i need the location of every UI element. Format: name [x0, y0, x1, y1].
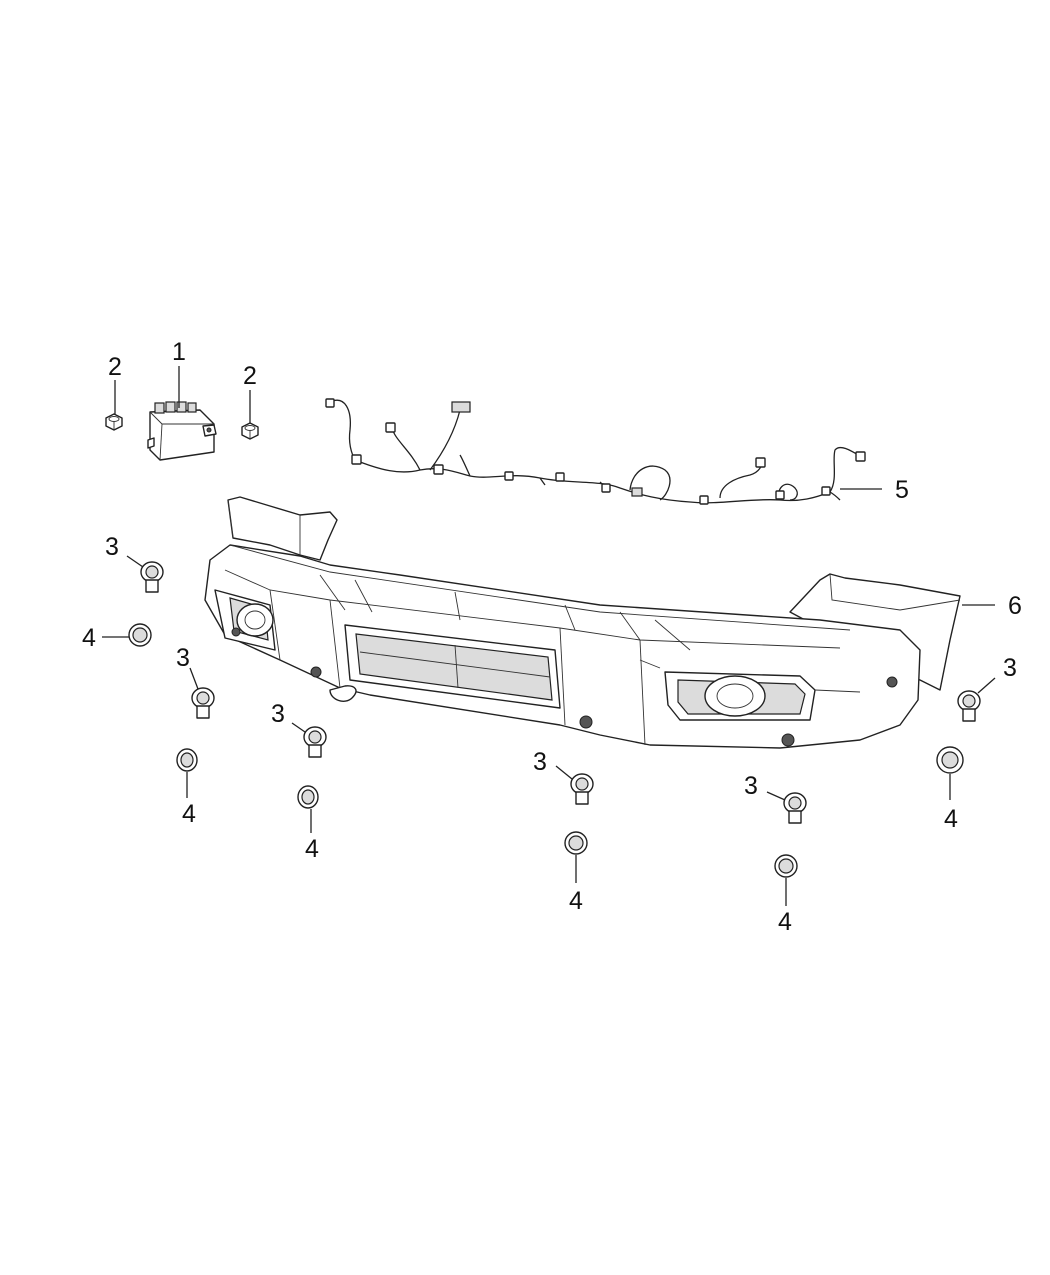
- callout-4-bezel-4: 4: [569, 887, 583, 915]
- sensor-1: [140, 561, 164, 593]
- bezel-1: [128, 623, 152, 647]
- callout-5-harness: 5: [895, 476, 909, 504]
- bezel-3: [297, 785, 319, 809]
- bezel-6: [936, 746, 964, 774]
- callout-2-nut-left: 2: [108, 353, 122, 381]
- callout-4-bezel-2: 4: [182, 800, 196, 828]
- sensor-3: [303, 726, 327, 758]
- sensor-5: [783, 792, 807, 824]
- callout-6-bumper: 6: [1008, 592, 1022, 620]
- leader-lines: [102, 366, 996, 906]
- park-assist-module: [147, 401, 217, 461]
- nut-right: [241, 422, 259, 440]
- callout-3-sensor-4: 3: [533, 748, 547, 776]
- wiring-harness: [325, 398, 866, 505]
- callouts: 1 2 2 5 6 3 4 3 4 3 4 3 4 3 4 3 4: [82, 338, 1022, 936]
- callout-4-bezel-1: 4: [82, 624, 96, 652]
- callout-3-sensor-5: 3: [744, 772, 758, 800]
- bezel-4: [564, 831, 588, 855]
- sensor-6: [957, 690, 981, 722]
- sensor-4: [570, 773, 594, 805]
- front-bumper: [204, 496, 961, 749]
- bezel-5: [774, 854, 798, 878]
- callout-3-sensor-2: 3: [176, 644, 190, 672]
- callout-3-sensor-3: 3: [271, 700, 285, 728]
- bezels: [128, 623, 964, 878]
- bezel-2: [176, 748, 198, 772]
- sensors: [140, 561, 981, 824]
- callout-1-module: 1: [172, 338, 186, 366]
- nut-left: [105, 413, 123, 431]
- callout-4-bezel-3: 4: [305, 835, 319, 863]
- callout-4-bezel-6: 4: [944, 805, 958, 833]
- callout-2-nut-right: 2: [243, 362, 257, 390]
- sensor-2: [191, 687, 215, 719]
- callout-3-sensor-6: 3: [1003, 654, 1017, 682]
- callout-3-sensor-1: 3: [105, 533, 119, 561]
- callout-4-bezel-5: 4: [778, 908, 792, 936]
